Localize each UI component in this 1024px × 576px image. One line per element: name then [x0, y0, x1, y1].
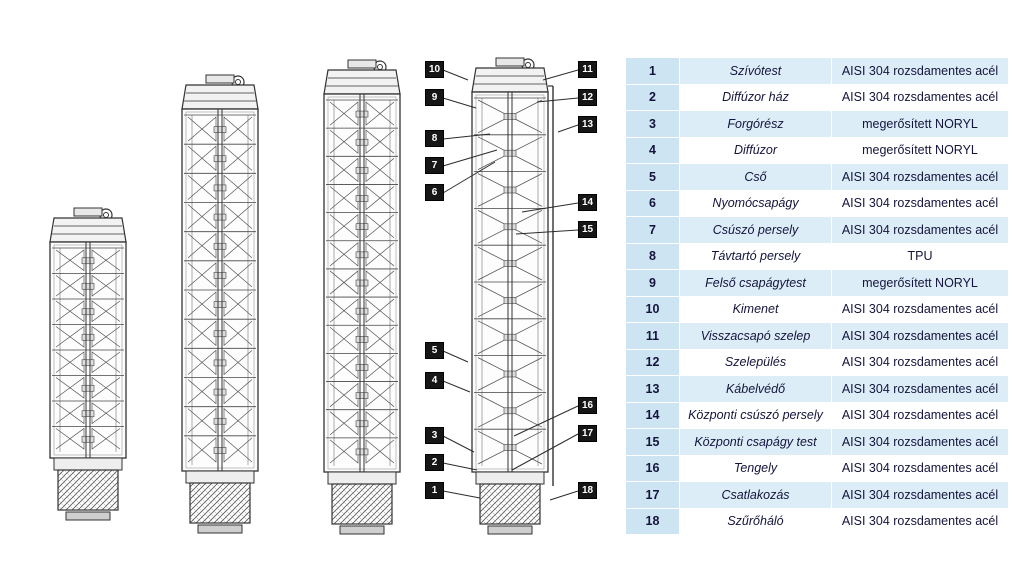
- table-row: 7 Csúszó persely AISI 304 rozsdamentes a…: [625, 216, 1009, 244]
- part-number: 16: [625, 454, 680, 482]
- table-row: 1 Szívótest AISI 304 rozsdamentes acél: [625, 57, 1009, 85]
- callout-2: 2: [426, 455, 443, 470]
- table-row: 10 Kimenet AISI 304 rozsdamentes acél: [625, 295, 1009, 323]
- part-number: 11: [625, 322, 680, 350]
- part-name: Kábelvédő: [679, 375, 832, 403]
- part-name: Csatlakozás: [679, 481, 832, 509]
- part-material: AISI 304 rozsdamentes acél: [831, 322, 1009, 350]
- part-number: 1: [625, 57, 680, 85]
- callout-9: 9: [426, 90, 443, 105]
- part-number: 3: [625, 110, 680, 138]
- part-material: TPU: [831, 242, 1009, 270]
- part-name: Felső csapágytest: [679, 269, 832, 297]
- callout-13: 13: [579, 117, 596, 132]
- part-material: megerősített NORYL: [831, 110, 1009, 138]
- part-material: AISI 304 rozsdamentes acél: [831, 454, 1009, 482]
- part-material: AISI 304 rozsdamentes acél: [831, 57, 1009, 85]
- callout-6: 6: [426, 185, 443, 200]
- part-material: AISI 304 rozsdamentes acél: [831, 163, 1009, 191]
- table-row: 15 Központi csapágy test AISI 304 rozsda…: [625, 428, 1009, 456]
- part-name: Központi csúszó persely: [679, 401, 832, 429]
- part-name: Forgórész: [679, 110, 832, 138]
- part-name: Cső: [679, 163, 832, 191]
- callout-1: 1: [426, 483, 443, 498]
- parts-table-body: 1 Szívótest AISI 304 rozsdamentes acél 2…: [625, 57, 1009, 535]
- part-number: 2: [625, 83, 680, 111]
- parts-table: 1 Szívótest AISI 304 rozsdamentes acél 2…: [625, 57, 1009, 535]
- part-number: 10: [625, 295, 680, 323]
- part-number: 6: [625, 189, 680, 217]
- part-number: 18: [625, 507, 680, 535]
- part-material: AISI 304 rozsdamentes acél: [831, 83, 1009, 111]
- callout-11: 11: [579, 62, 596, 77]
- callout-18: 18: [579, 483, 596, 498]
- table-row: 13 Kábelvédő AISI 304 rozsdamentes acél: [625, 375, 1009, 403]
- table-row: 17 Csatlakozás AISI 304 rozsdamentes acé…: [625, 481, 1009, 509]
- callout-7: 7: [426, 158, 443, 173]
- callout-8: 8: [426, 131, 443, 146]
- table-row: 12 Szelepülés AISI 304 rozsdamentes acél: [625, 348, 1009, 376]
- table-row: 8 Távtartó persely TPU: [625, 242, 1009, 270]
- table-row: 11 Visszacsapó szelep AISI 304 rozsdamen…: [625, 322, 1009, 350]
- part-name: Távtartó persely: [679, 242, 832, 270]
- part-number: 8: [625, 242, 680, 270]
- part-number: 17: [625, 481, 680, 509]
- callout-4: 4: [426, 373, 443, 388]
- callout-16: 16: [579, 398, 596, 413]
- part-material: AISI 304 rozsdamentes acél: [831, 481, 1009, 509]
- part-number: 13: [625, 375, 680, 403]
- part-name: Visszacsapó szelep: [679, 322, 832, 350]
- callout-10: 10: [426, 62, 443, 77]
- table-row: 6 Nyomócsapágy AISI 304 rozsdamentes acé…: [625, 189, 1009, 217]
- pump-drawing-1: [49, 207, 127, 521]
- table-row: 2 Diffúzor ház AISI 304 rozsdamentes acé…: [625, 83, 1009, 111]
- part-name: Szívótest: [679, 57, 832, 85]
- part-material: AISI 304 rozsdamentes acél: [831, 401, 1009, 429]
- table-row: 3 Forgórész megerősített NORYL: [625, 110, 1009, 138]
- table-row: 16 Tengely AISI 304 rozsdamentes acél: [625, 454, 1009, 482]
- part-name: Szelepülés: [679, 348, 832, 376]
- part-material: AISI 304 rozsdamentes acél: [831, 348, 1009, 376]
- part-name: Központi csapágy test: [679, 428, 832, 456]
- part-number: 12: [625, 348, 680, 376]
- part-number: 9: [625, 269, 680, 297]
- part-material: AISI 304 rozsdamentes acél: [831, 189, 1009, 217]
- part-number: 15: [625, 428, 680, 456]
- table-row: 14 Központi csúszó persely AISI 304 rozs…: [625, 401, 1009, 429]
- table-row: 4 Diffúzor megerősített NORYL: [625, 136, 1009, 164]
- callout-17: 17: [579, 426, 596, 441]
- part-number: 14: [625, 401, 680, 429]
- part-name: Diffúzor: [679, 136, 832, 164]
- part-name: Csúszó persely: [679, 216, 832, 244]
- parts-table-panel: 1 Szívótest AISI 304 rozsdamentes acél 2…: [625, 57, 1009, 535]
- pump-drawing-4: [471, 57, 554, 535]
- callout-3: 3: [426, 428, 443, 443]
- part-material: AISI 304 rozsdamentes acél: [831, 428, 1009, 456]
- pump-drawing-2: [181, 74, 259, 534]
- part-name: Kimenet: [679, 295, 832, 323]
- part-name: Diffúzor ház: [679, 83, 832, 111]
- part-number: 7: [625, 216, 680, 244]
- part-material: AISI 304 rozsdamentes acél: [831, 507, 1009, 535]
- table-row: 5 Cső AISI 304 rozsdamentes acél: [625, 163, 1009, 191]
- pump-diagram-panel: 10 9 8 7 6 5 4 3 2 1 11 12 13 14 15 16 1…: [49, 57, 596, 535]
- table-row: 9 Felső csapágytest megerősített NORYL: [625, 269, 1009, 297]
- part-material: AISI 304 rozsdamentes acél: [831, 216, 1009, 244]
- part-material: megerősített NORYL: [831, 269, 1009, 297]
- callout-5: 5: [426, 343, 443, 358]
- callout-15: 15: [579, 222, 596, 237]
- part-name: Tengely: [679, 454, 832, 482]
- part-number: 5: [625, 163, 680, 191]
- part-number: 4: [625, 136, 680, 164]
- part-material: megerősített NORYL: [831, 136, 1009, 164]
- part-name: Nyomócsapágy: [679, 189, 832, 217]
- table-row: 18 Szűrőháló AISI 304 rozsdamentes acél: [625, 507, 1009, 535]
- callout-12: 12: [579, 90, 596, 105]
- part-name: Szűrőháló: [679, 507, 832, 535]
- part-material: AISI 304 rozsdamentes acél: [831, 375, 1009, 403]
- part-material: AISI 304 rozsdamentes acél: [831, 295, 1009, 323]
- callout-14: 14: [579, 195, 596, 210]
- pump-drawing-3: [323, 59, 401, 535]
